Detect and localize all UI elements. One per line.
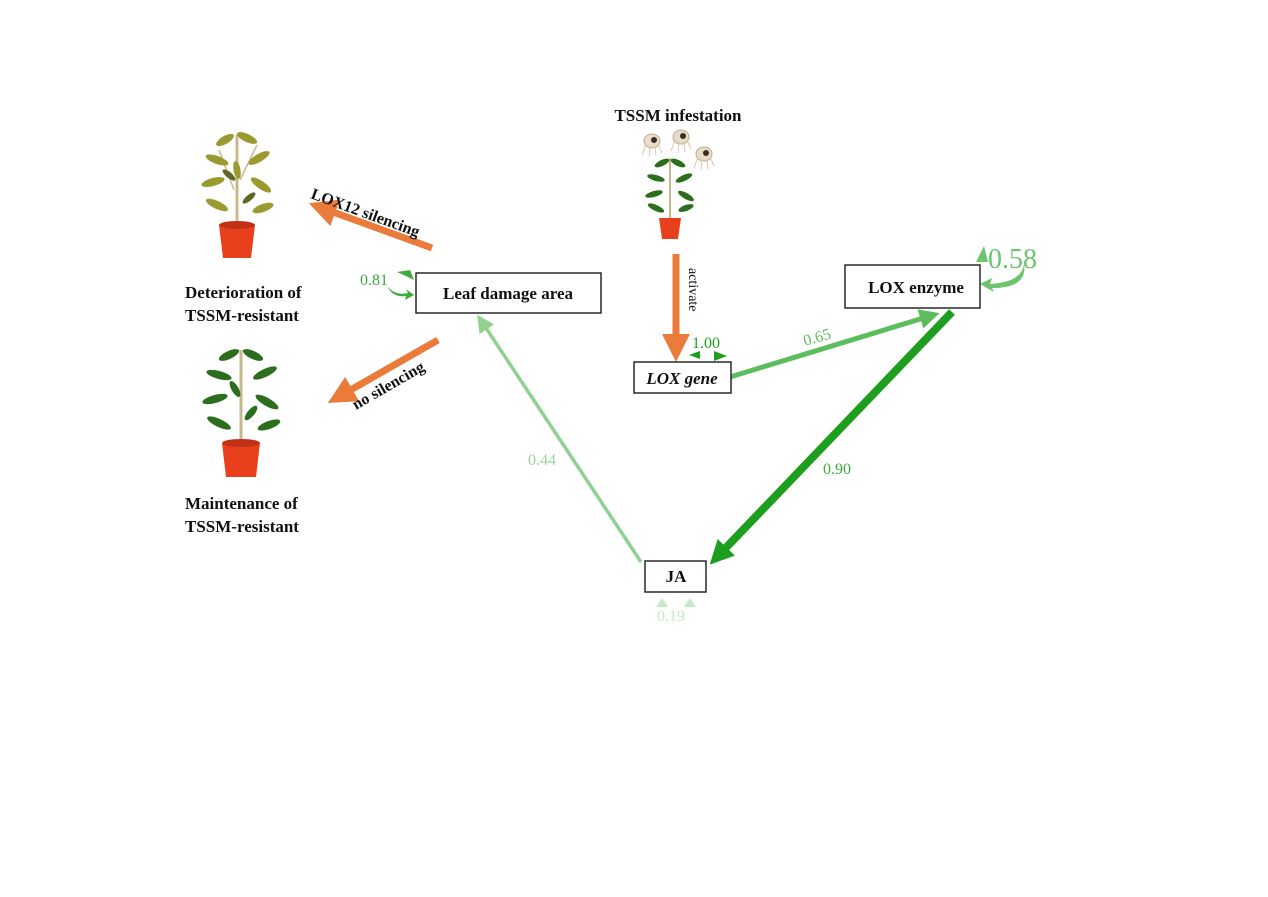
node-ja-label: JA (666, 567, 688, 586)
infested-plant-icon (645, 158, 694, 239)
node-lox-gene: LOX gene (633, 361, 732, 394)
r2-loop-lox-gene (689, 351, 727, 361)
tssm-infestation-caption: TSSM infestation (614, 106, 742, 125)
deterioration-caption-line2: TSSM-resistant (185, 306, 299, 325)
r2-lox-enzyme: 0.58 (988, 244, 1037, 275)
path-lox-enzyme-to-ja (709, 309, 955, 565)
node-lox-gene-label: LOX gene (645, 369, 718, 388)
lox12-silencing-arrow (308, 199, 434, 252)
coef-ja-to-leaf-damage: 0.44 (528, 452, 556, 469)
node-ja: JA (644, 560, 707, 593)
healthy-plant-icon (202, 349, 281, 477)
r2-loop-lox-enzyme (976, 246, 1025, 292)
no-silencing-arrow (327, 336, 440, 403)
spider-mite-icon (693, 146, 715, 171)
spider-mite-icon (670, 129, 692, 154)
node-leaf-damage-label: Leaf damage area (443, 284, 573, 303)
r2-loop-ja (656, 598, 696, 607)
node-lox-enzyme: LOX enzyme (844, 264, 981, 309)
yellowed-plant-icon (201, 132, 274, 258)
r2-ja: 0.19 (657, 608, 685, 625)
path-ja-to-leaf-damage (477, 314, 643, 563)
maintenance-caption-line1: Maintenance of (185, 494, 298, 513)
r2-loop-leaf-damage (387, 270, 414, 300)
deterioration-caption-line1: Deterioration of (185, 283, 302, 302)
maintenance-caption-line2: TSSM-resistant (185, 517, 299, 536)
node-leaf-damage-area: Leaf damage area (415, 272, 602, 314)
coef-lox-enzyme-to-ja: 0.90 (823, 461, 851, 478)
activate-label: activate (685, 268, 700, 312)
r2-lox-gene: 1.00 (692, 335, 720, 352)
node-lox-enzyme-label: LOX enzyme (868, 278, 964, 297)
spider-mite-icon (641, 133, 663, 158)
lox12-silencing-label: LOX12 silencing (309, 186, 422, 241)
path-lox-gene-to-lox-enzyme (729, 309, 940, 380)
r2-leaf-damage: 0.81 (360, 272, 388, 289)
